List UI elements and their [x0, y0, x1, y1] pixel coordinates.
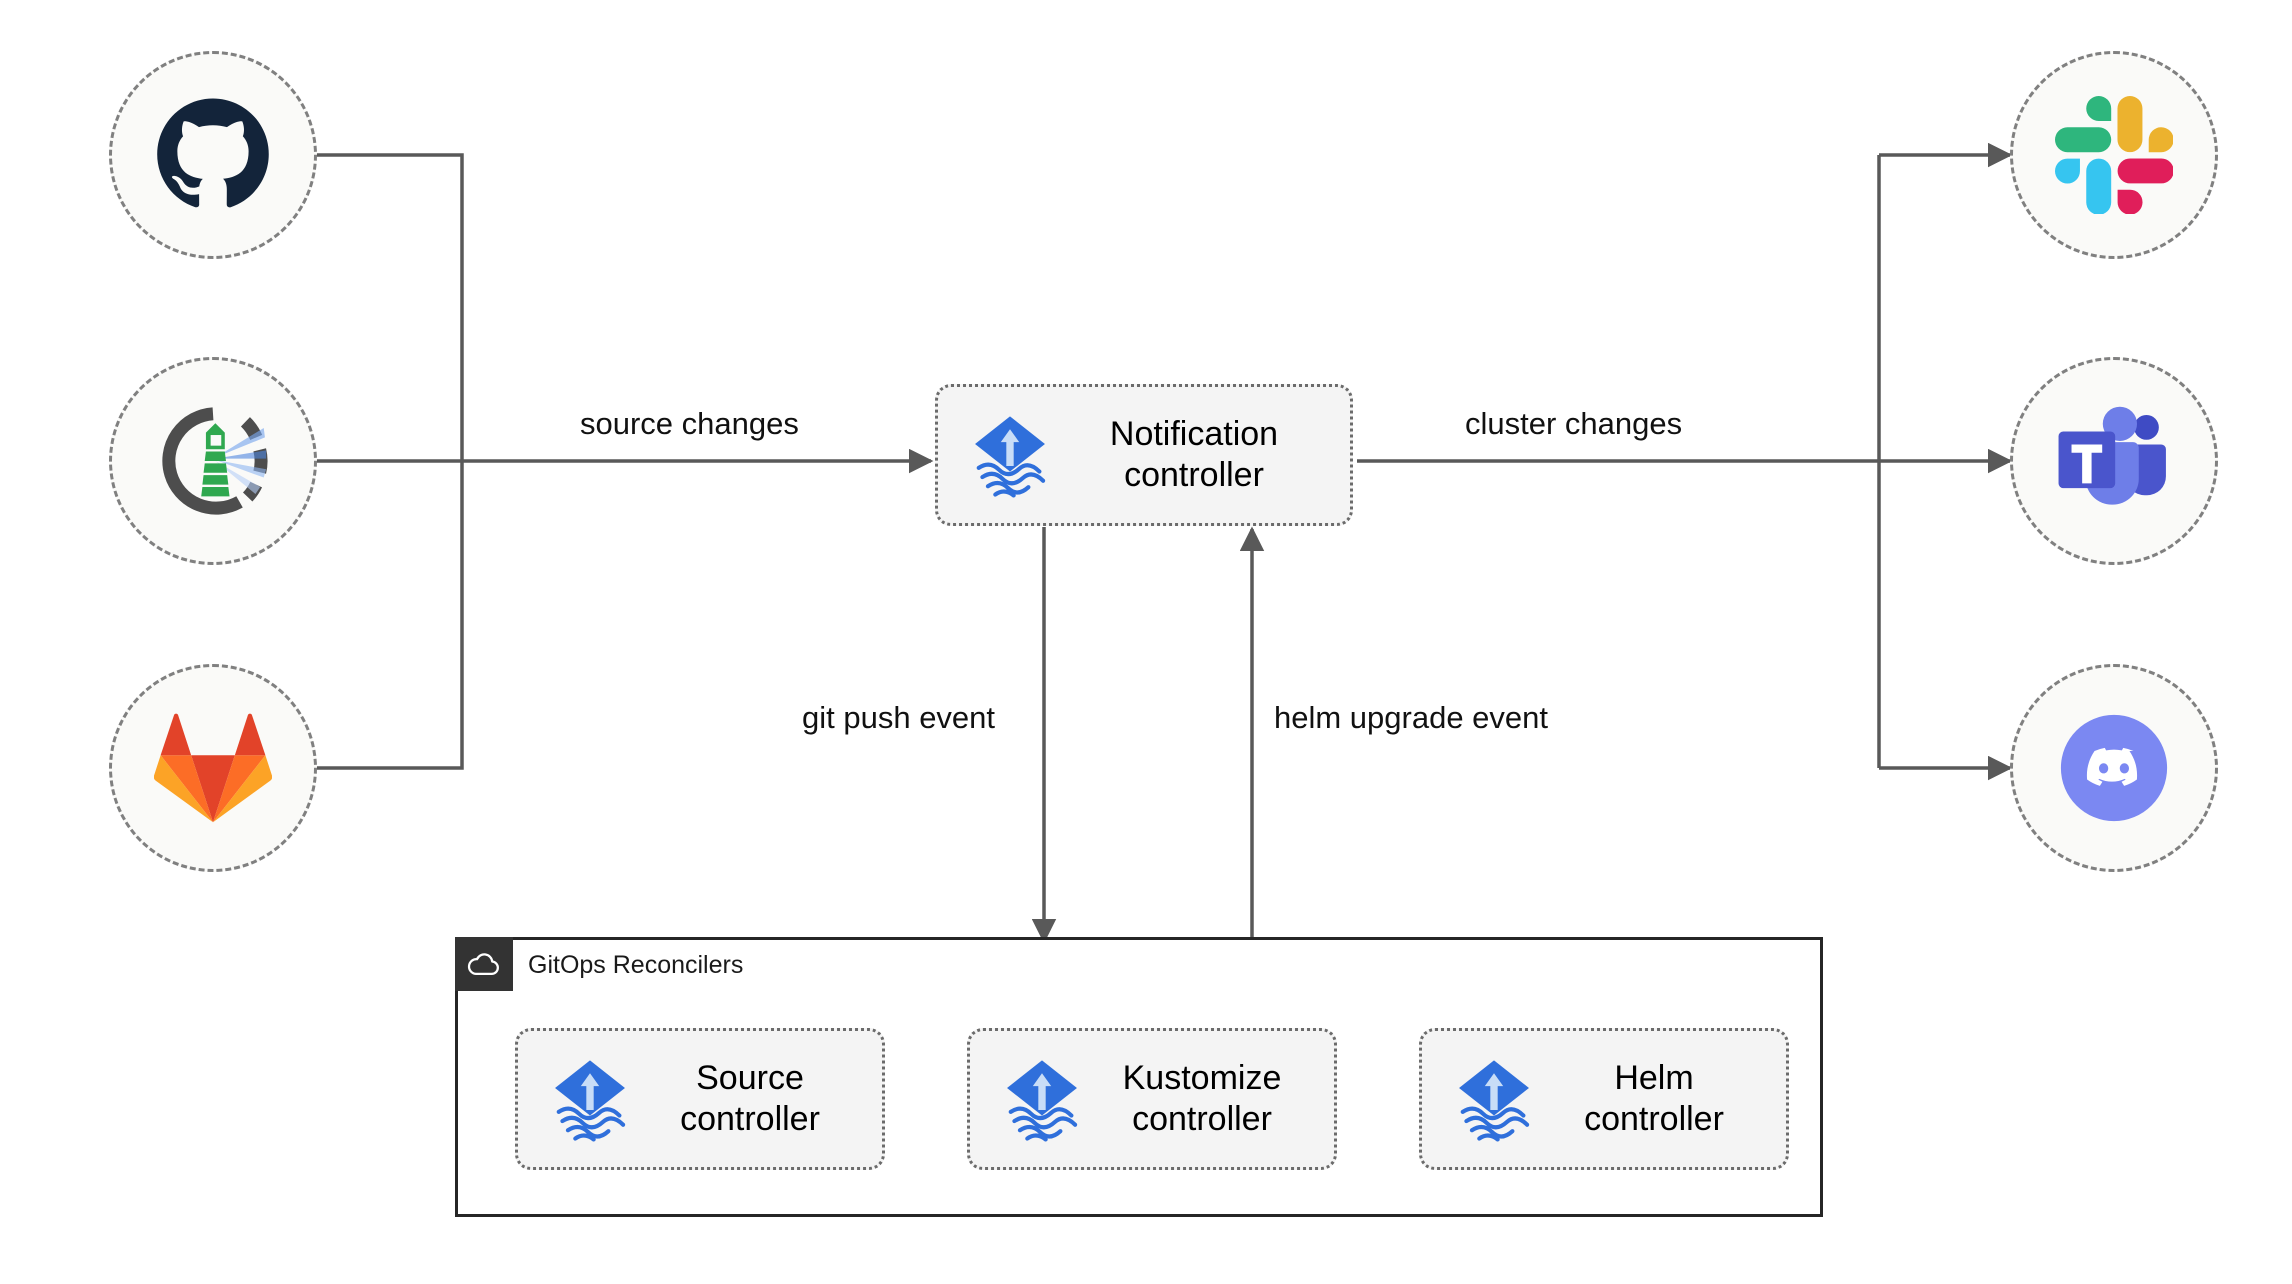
source-node-gitlab[interactable]	[109, 664, 317, 872]
destination-node-slack[interactable]	[2010, 51, 2218, 259]
microsoft-teams-icon	[2058, 406, 2166, 505]
flux-logo-icon	[555, 1060, 626, 1142]
destination-node-teams[interactable]	[2010, 357, 2218, 565]
helm-controller-label: Helm controller	[1584, 1058, 1724, 1138]
edge-label-source-changes: source changes	[580, 406, 799, 441]
source-node-github[interactable]	[109, 51, 317, 259]
notification-controller-label: Notification controller	[1109, 414, 1279, 494]
gitlab-icon	[154, 713, 272, 823]
flux-logo-icon	[975, 416, 1046, 498]
flux-logo-icon	[1459, 1060, 1530, 1142]
source-controller-label: Source controller	[680, 1058, 820, 1138]
kustomize-controller-box[interactable]: Kustomize controller	[967, 1028, 1337, 1170]
gitops-reconcilers-group: GitOps Reconcilers Source controller	[455, 937, 1823, 1217]
flux-logo-icon	[1007, 1060, 1078, 1142]
gitops-group-title: GitOps Reconcilers	[528, 951, 744, 979]
notification-controller-box[interactable]: Notification controller	[935, 384, 1353, 526]
destination-node-discord[interactable]	[2010, 664, 2218, 872]
cloud-icon	[467, 953, 499, 976]
wire-sources-to-notification	[311, 153, 934, 770]
gitops-group-tab	[455, 937, 513, 991]
source-node-harbor[interactable]	[109, 357, 317, 565]
edge-label-git-push-event: git push event	[802, 700, 996, 735]
edge-label-cluster-changes: cluster changes	[1465, 406, 1683, 441]
edge-label-helm-upgrade-event: helm upgrade event	[1274, 700, 1549, 735]
kustomize-controller-label: Kustomize controller	[1122, 1058, 1282, 1138]
wire-notification-to-destinations	[1357, 142, 2013, 781]
slack-icon	[2055, 96, 2173, 214]
helm-controller-box[interactable]: Helm controller	[1419, 1028, 1789, 1170]
discord-icon	[2060, 714, 2168, 822]
harbor-icon	[162, 407, 268, 515]
github-icon	[157, 98, 269, 208]
source-controller-box[interactable]: Source controller	[515, 1028, 885, 1170]
